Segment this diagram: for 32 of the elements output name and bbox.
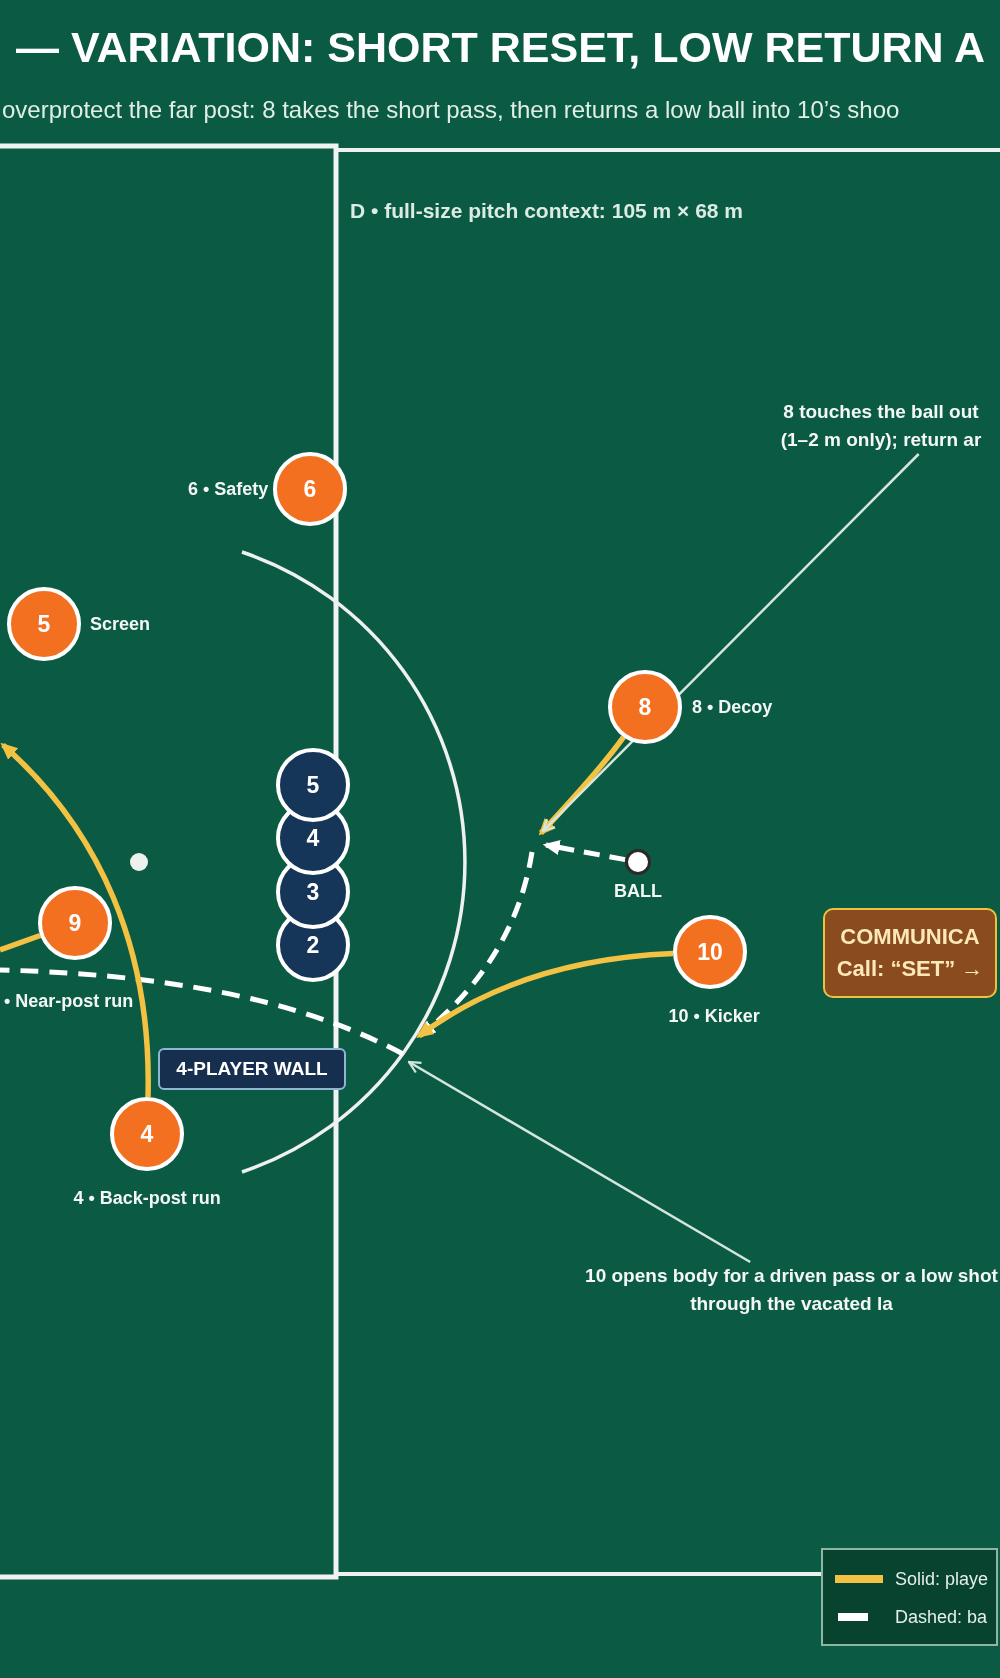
player-label: 6 • Safety xyxy=(188,478,269,500)
subtitle: overprotect the far post: 8 takes the short pass, then returns a low ball into 10’s shoo xyxy=(2,96,900,124)
attacker-marker: 9 xyxy=(38,886,112,960)
attacker-marker: 8 xyxy=(608,670,682,744)
attacker-marker: 6 xyxy=(273,452,347,526)
run-arrow xyxy=(416,950,674,1039)
leader-line xyxy=(407,1060,751,1264)
leader-line xyxy=(541,453,920,833)
callout-text: Call: “SET” → xyxy=(836,955,984,983)
run-arrow xyxy=(0,742,151,1097)
attacker-marker: 4 xyxy=(110,1097,184,1171)
callout-heading: COMMUNICA xyxy=(840,923,980,951)
callout-box xyxy=(823,908,997,998)
legend-label: Solid: playe xyxy=(895,1568,989,1590)
wall-label: 4-PLAYER WALL xyxy=(158,1048,346,1090)
player-label: • Near-post run xyxy=(4,990,134,1012)
title: — VARIATION: SHORT RESET, LOW RETURN A xyxy=(16,22,986,72)
defender-marker: 5 xyxy=(276,748,350,822)
pass-arrow xyxy=(542,839,626,863)
pitch-note: D • full-size pitch context: 105 m × 68 m xyxy=(350,198,744,224)
legend-label: Dashed: ba xyxy=(895,1606,988,1628)
ball-label: BALL xyxy=(614,880,662,902)
run-line xyxy=(0,932,42,953)
attacker-marker: 5 xyxy=(7,587,81,661)
annotation: 8 touches the ball out (1–2 m only); return ar xyxy=(770,398,992,454)
player-label: 4 • Back-post run xyxy=(73,1187,221,1209)
player-label: Screen xyxy=(90,613,151,635)
run-arrow xyxy=(538,735,626,836)
annotation: 10 opens body for a driven pass or a low shot through the vacated la xyxy=(585,1262,998,1318)
attacker-marker: 10 xyxy=(673,915,747,989)
player-label: 8 • Decoy xyxy=(692,696,773,718)
player-label: 10 • Kicker xyxy=(668,1005,760,1027)
